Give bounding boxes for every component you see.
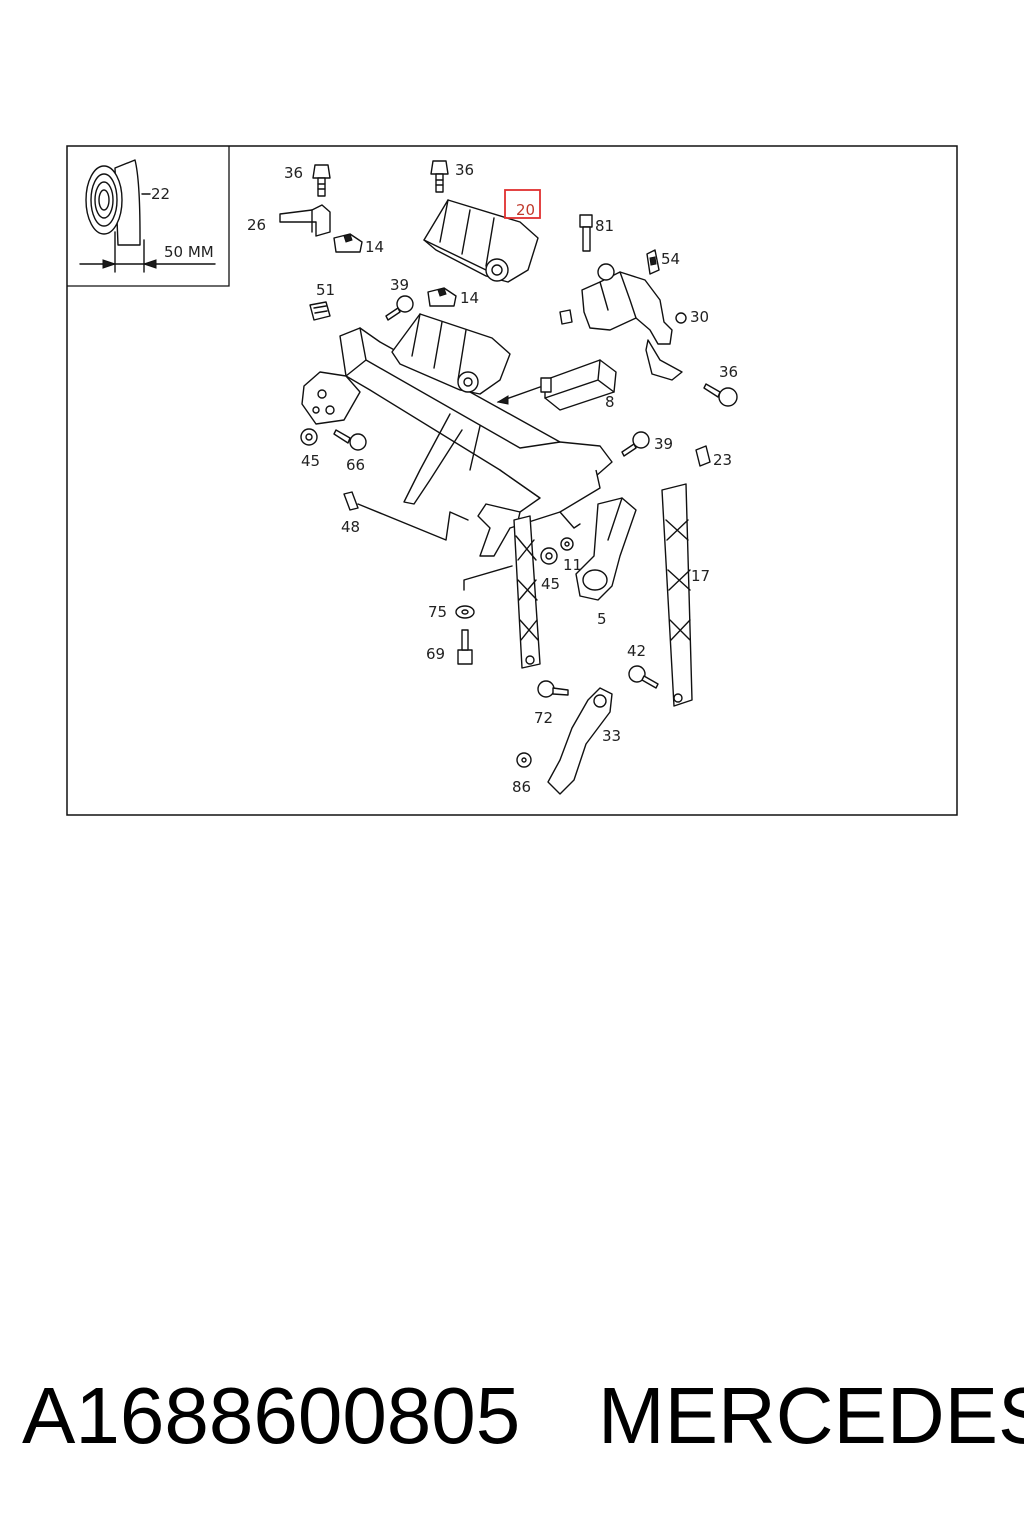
inset-tape-detail (67, 146, 230, 287)
callout-5: 5 (597, 610, 607, 628)
clip-54 (646, 249, 660, 275)
callout-36-left: 36 (284, 164, 303, 182)
callout-50mm: 50 MM (164, 243, 214, 261)
bolt-66 (333, 429, 367, 451)
callout-81: 81 (595, 217, 614, 235)
bolt-36-right (703, 383, 738, 407)
diagram-frame (66, 145, 958, 816)
callout-30: 30 (690, 308, 709, 326)
callout-14-mid: 14 (460, 289, 479, 307)
callout-39-left: 39 (390, 276, 409, 294)
arrow-head (496, 395, 509, 405)
air-duct-20 (423, 199, 539, 283)
callout-8: 8 (605, 393, 615, 411)
bracket-26 (279, 204, 331, 237)
washer-11 (560, 537, 574, 551)
callout-86: 86 (512, 778, 531, 796)
bolt-69 (457, 629, 473, 665)
parts-diagram: 22 50 MM 36 36 26 14 20 81 54 51 39 14 3… (66, 145, 958, 816)
callout-75: 75 (428, 603, 447, 621)
callout-20: 20 (516, 201, 535, 219)
callout-17: 17 (691, 567, 710, 585)
callout-42: 42 (627, 642, 646, 660)
callout-14-top: 14 (365, 238, 384, 256)
washer-86 (516, 752, 532, 768)
callout-39-right: 39 (654, 435, 673, 453)
bolt-36-top-left (312, 164, 331, 197)
bracket-30 (559, 263, 687, 381)
callout-72: 72 (534, 709, 553, 727)
bolt-72 (537, 680, 569, 698)
screw-81 (579, 214, 593, 252)
callout-45-left: 45 (301, 452, 320, 470)
callout-22: 22 (151, 185, 170, 203)
clip-14a (333, 233, 363, 253)
bolt-39-right (621, 431, 650, 457)
bolt-39-left (385, 295, 414, 321)
caption-footer: A1688600805 MERCEDES (0, 1370, 1024, 1480)
callout-69: 69 (426, 645, 445, 663)
callout-23: 23 (713, 451, 732, 469)
pedal-arm-33 (547, 687, 613, 795)
pedal-bracket-5 (575, 497, 637, 601)
callout-45-center: 45 (541, 575, 560, 593)
callout-54: 54 (661, 250, 680, 268)
brand-name: MERCEDES (598, 1371, 1024, 1460)
nut-45-left (300, 428, 318, 446)
nut-23 (695, 445, 711, 467)
crossmember-assembly (301, 313, 613, 557)
clip-51 (309, 301, 331, 321)
nut-45-center (540, 547, 558, 565)
strut-17 (661, 483, 693, 707)
bolt-42 (628, 665, 659, 689)
leader-75 (463, 565, 513, 591)
callout-36-right: 36 (719, 363, 738, 381)
module-8 (540, 359, 617, 411)
highlight-box-20 (504, 189, 541, 219)
part-number: A1688600805 (22, 1371, 521, 1460)
strut-left (513, 515, 541, 669)
callout-36-center: 36 (455, 161, 474, 179)
callout-11: 11 (563, 556, 582, 574)
clip-48 (343, 491, 359, 511)
washer-75 (455, 605, 475, 619)
bolt-36-top-center (430, 160, 449, 193)
callout-51: 51 (316, 281, 335, 299)
callout-33: 33 (602, 727, 621, 745)
clip-14b (427, 287, 457, 307)
callout-48: 48 (341, 518, 360, 536)
leader-48 (357, 503, 469, 541)
callout-26: 26 (247, 216, 266, 234)
callout-66: 66 (346, 456, 365, 474)
